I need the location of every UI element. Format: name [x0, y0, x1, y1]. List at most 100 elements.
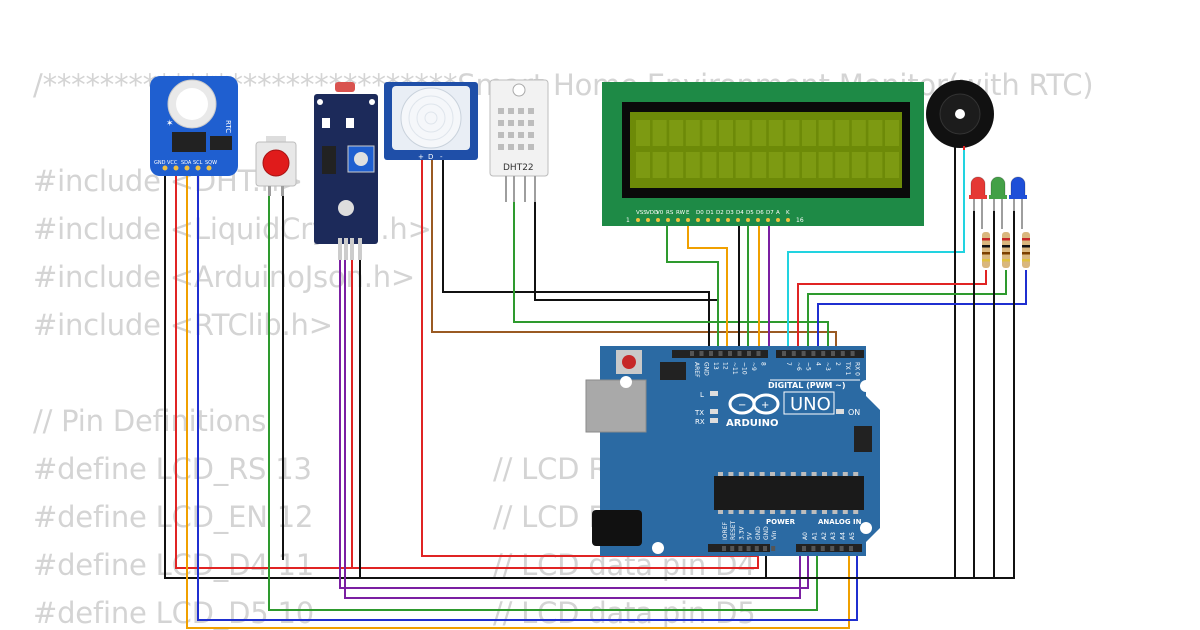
header-pin[interactable]	[782, 351, 786, 356]
code-line: #include <RTClib.h>	[33, 308, 333, 342]
digital-pin-label: 13	[712, 362, 719, 370]
lcd-cell	[669, 120, 684, 146]
power-pin-label: Vin	[771, 530, 778, 540]
chip-pin	[790, 510, 796, 514]
header-pin[interactable]	[756, 351, 761, 356]
lcd-cell	[802, 152, 816, 178]
chip-pin	[728, 510, 734, 514]
header-pin[interactable]	[849, 546, 853, 551]
pir-sensor[interactable]: + D -	[384, 82, 478, 161]
wire-led-red[interactable]	[797, 270, 987, 352]
wire-ldr-ao[interactable]	[339, 258, 809, 589]
header-pin[interactable]	[801, 351, 806, 356]
lcd-pin-label: D1	[706, 210, 714, 216]
chip-pin	[811, 510, 817, 514]
lcd-pin-label: D4	[736, 210, 744, 216]
lcd-cell	[785, 152, 800, 178]
header-pin[interactable]	[730, 546, 735, 551]
wire-buzzer-signal[interactable]	[787, 148, 965, 352]
header-pin[interactable]	[722, 546, 726, 551]
wire-ldr-do[interactable]	[344, 258, 801, 599]
chip-pin	[853, 472, 859, 476]
header-pin[interactable]	[830, 546, 835, 551]
header-pin[interactable]	[820, 546, 825, 551]
header-pin[interactable]	[771, 546, 776, 551]
lcd-cell	[702, 152, 717, 178]
lcd-cell	[702, 120, 717, 146]
lcd-pin-pad	[786, 218, 790, 222]
wire-rtc-scl[interactable]	[197, 168, 858, 621]
header-pin[interactable]	[839, 546, 844, 551]
header-pin[interactable]	[821, 351, 826, 356]
pir-pin-plus: +	[418, 153, 424, 161]
header-pin[interactable]	[738, 546, 743, 551]
header-pin[interactable]	[850, 351, 855, 356]
header-pin[interactable]	[791, 351, 796, 356]
chip-pin	[770, 472, 775, 476]
led[interactable]	[989, 176, 1007, 229]
lcd-cell	[719, 120, 733, 146]
wire-lcd-e[interactable]	[687, 222, 728, 352]
header-pin[interactable]	[690, 351, 694, 356]
push-button[interactable]	[255, 136, 297, 196]
lcd-pin-pad	[706, 218, 710, 222]
header-pin[interactable]	[718, 351, 723, 356]
wire-led-green[interactable]	[807, 270, 1007, 352]
lcd-cell	[802, 120, 816, 146]
power-pin-label: GND	[763, 526, 770, 540]
chip-pin	[728, 472, 734, 476]
header-pin[interactable]	[811, 546, 816, 551]
header-pin[interactable]	[747, 351, 751, 356]
lcd-pin-label: D2	[716, 210, 724, 216]
lcd-pin-label: D7	[766, 210, 774, 216]
resistor[interactable]	[1022, 232, 1030, 268]
lcd-cell	[851, 120, 866, 146]
lcd-pin-last: 16	[796, 217, 804, 224]
rtc-pin-sqw: SQW	[205, 160, 217, 166]
header-pin[interactable]	[802, 546, 806, 551]
lcd-cell	[851, 152, 866, 178]
light-sensor-module[interactable]	[314, 82, 378, 260]
wire-led-blue[interactable]	[817, 270, 1027, 352]
chip-pin	[718, 472, 723, 476]
header-pin[interactable]	[840, 351, 845, 356]
led[interactable]	[1009, 176, 1027, 229]
led[interactable]	[969, 176, 987, 229]
arduino-brand: ARDUINO	[726, 418, 778, 429]
header-pin[interactable]	[831, 351, 835, 356]
header-pin[interactable]	[746, 546, 751, 551]
wire-rtc-gnd[interactable]	[164, 168, 767, 579]
chip-pin	[853, 510, 859, 514]
resistor[interactable]	[1002, 232, 1010, 268]
wire-rtc-sda[interactable]	[186, 168, 850, 629]
code-line: #include <ArduinoJson.h>	[33, 260, 415, 294]
wire-pir-out[interactable]	[431, 160, 837, 352]
header-pin[interactable]	[811, 351, 816, 356]
digital-pin-label: 7	[785, 362, 792, 366]
header-pin[interactable]	[709, 351, 713, 356]
dht22-sensor[interactable]: DHT22	[489, 79, 549, 202]
buzzer[interactable]	[926, 80, 994, 150]
chip-pin	[842, 472, 848, 476]
analog-pin-label: A3	[830, 532, 837, 540]
wire-lcd-rs[interactable]	[666, 222, 719, 352]
rtc-module[interactable]: RTC ✶ GND VCC SDA SCL SQW	[150, 76, 238, 176]
wire-led-blue-gnd[interactable]	[955, 208, 1015, 579]
rtc-pin-sda: SDA	[181, 160, 192, 166]
header-pin[interactable]	[737, 351, 742, 356]
lcd-pin-label: K	[786, 210, 790, 216]
header-pin[interactable]	[754, 546, 759, 551]
chip-pin	[780, 472, 786, 476]
wire-rtc-vcc[interactable]	[175, 168, 759, 569]
resistor[interactable]	[982, 232, 990, 268]
header-pin[interactable]	[699, 351, 704, 356]
analog-pin-label: A4	[840, 532, 847, 540]
header-pin[interactable]	[763, 546, 767, 551]
analog-pin-label: A2	[821, 532, 828, 540]
wire-dht-vcc[interactable]	[513, 200, 829, 352]
header-pin[interactable]	[728, 351, 732, 356]
